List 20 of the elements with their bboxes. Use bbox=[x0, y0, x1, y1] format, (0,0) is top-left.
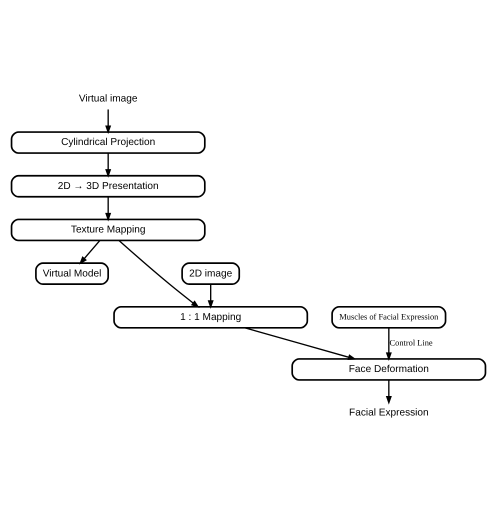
node-box: 2D image bbox=[181, 262, 240, 285]
node-box: Virtual Model bbox=[35, 262, 109, 285]
arrow bbox=[208, 284, 214, 309]
node-box: Cylindrical Projection bbox=[10, 131, 206, 154]
arrow bbox=[105, 109, 112, 134]
arrow bbox=[386, 380, 392, 405]
arrow bbox=[244, 327, 357, 360]
node-box: Muscles of Facial Expression bbox=[331, 306, 446, 329]
node-box: Face Deformation bbox=[291, 358, 486, 381]
edge-label: Control Line bbox=[390, 338, 433, 348]
node-box: Texture Mapping bbox=[10, 218, 206, 242]
node-text: Virtual image bbox=[78, 93, 138, 104]
node-box: 2D → 3D Presentation bbox=[10, 174, 206, 198]
arrow bbox=[386, 328, 392, 361]
node-text: Facial Expression bbox=[349, 408, 429, 419]
arrow bbox=[105, 153, 112, 178]
node-box: 1 : 1 Mapping bbox=[113, 306, 308, 329]
arrow bbox=[118, 240, 200, 308]
arrow bbox=[79, 240, 100, 265]
arrow bbox=[105, 196, 112, 222]
